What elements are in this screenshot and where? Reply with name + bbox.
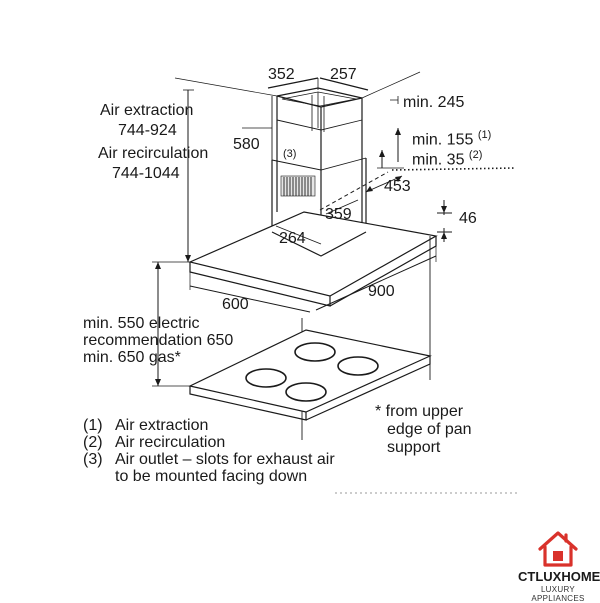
brand-tagline: LUXURY APPLIANCES: [531, 585, 585, 603]
label-air-extraction: Air extraction: [100, 102, 194, 119]
legend-item: (3)Air outlet – slots for exhaust air: [83, 451, 335, 468]
dim-600-line: [189, 285, 311, 313]
label-air-recirculation-range: 744-1044: [112, 165, 180, 182]
ref-1-label: (1): [477, 129, 492, 141]
label-pan-support-1: * from upper: [375, 403, 464, 420]
hob-side: [305, 356, 431, 421]
chimney-base-front: [271, 231, 367, 257]
dim-min245: min. 245: [403, 94, 465, 111]
label-min-650-gas: min. 650 gas*: [83, 349, 181, 366]
dim-min245-line: [390, 96, 399, 104]
dim-580: 580: [233, 136, 260, 153]
construction-top-left: [174, 77, 278, 97]
burner-left: [245, 368, 287, 388]
brand-name: CTLUXHOME: [518, 569, 600, 584]
chimney-inner-lines: [311, 92, 325, 132]
legend: (1)Air extraction (2)Air recirculation (…: [83, 417, 335, 485]
legend-item: (2)Air recirculation: [83, 434, 226, 451]
dim-352-line: [267, 77, 319, 89]
chimney-top-inner: [281, 91, 357, 107]
exhaust-slots: [280, 175, 316, 197]
label-air-extraction-range: 744-924: [118, 122, 177, 139]
legend-item: to be mounted facing down: [115, 468, 308, 485]
hood-canopy-front: [189, 262, 331, 307]
burner-back: [294, 342, 336, 362]
dim-359-line: [325, 199, 359, 215]
label-min-550: min. 550 electric: [83, 315, 200, 332]
dim-359: 359: [325, 206, 352, 223]
hob-front: [189, 386, 307, 421]
dim-453-line: [365, 175, 403, 193]
dim-min155: min. 155 (1): [412, 130, 491, 149]
dim-257: 257: [330, 66, 357, 83]
house-logo-icon: [538, 531, 578, 567]
ref-2-label: (2): [468, 149, 483, 161]
dim-46: 46: [459, 210, 477, 227]
ref-3-callout: (3): [283, 148, 297, 160]
dim-264-line: [275, 225, 322, 245]
label-pan-support-2: edge of pan: [387, 421, 472, 438]
dim-min155-value: min. 155: [412, 131, 474, 149]
construction-top-right: [361, 71, 421, 99]
legend-item: (1)Air extraction: [83, 417, 209, 434]
dim-257-line: [319, 77, 369, 91]
burner-front: [285, 382, 327, 402]
recirc-dashed-line: [319, 171, 389, 211]
ceiling-dotted-line: [391, 167, 516, 171]
dim-900: 900: [368, 283, 395, 300]
label-air-recirculation: Air recirculation: [98, 145, 209, 162]
hood-canopy-top: [188, 211, 438, 297]
label-pan-support-3: support: [387, 439, 441, 456]
burner-right: [337, 356, 379, 376]
dim-600: 600: [222, 296, 249, 313]
dim-264: 264: [279, 230, 306, 247]
brand-logo: CTLUXHOME LUXURY APPLIANCES: [518, 527, 600, 603]
dim-352: 352: [268, 66, 295, 83]
dim-900-line: [315, 255, 437, 311]
upper-chimney-bottom: [276, 119, 363, 131]
lower-chimney-top: [271, 157, 367, 171]
label-recommendation: recommendation 650: [83, 332, 234, 349]
dim-min35-value: min. 35: [412, 151, 465, 169]
dim-min35: min. 35 (2): [412, 150, 482, 169]
dim-453: 453: [384, 178, 411, 195]
